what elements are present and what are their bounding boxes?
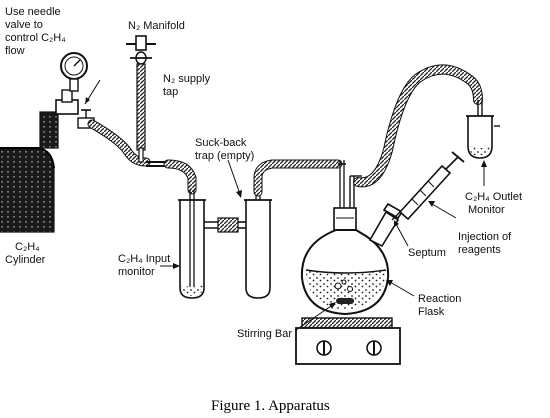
trap-connector — [217, 217, 239, 233]
label-input-monitor-1: C₂H₄ Input — [118, 253, 170, 265]
input-monitor-arrow — [160, 263, 180, 269]
syringe-icon — [391, 151, 465, 221]
label-septum: Septum — [408, 247, 446, 259]
suck-back-trap — [238, 190, 272, 299]
outlet-monitor-arrow — [481, 160, 487, 186]
label-reaction-flask-1: Reaction — [418, 293, 461, 305]
pressure-gauge-icon — [60, 52, 88, 92]
stirring-bar-arrow — [295, 302, 336, 331]
label-n2-supply-1: N₂ supply — [163, 73, 211, 85]
label-needle-valve-2: valve to — [5, 19, 43, 31]
label-injection-1: Injection of — [458, 231, 512, 243]
n2-supply-tap — [126, 35, 156, 163]
label-needle-valve-3: control C₂H₄ — [5, 32, 66, 44]
suck-back-arrow — [227, 159, 242, 198]
label-stirring-bar: Stirring Bar — [237, 328, 292, 340]
outlet-monitor-bubbler — [466, 100, 500, 159]
reaction-flask — [300, 160, 404, 316]
septum-arrow — [394, 220, 409, 247]
label-outlet-monitor-1: C₂H₄ Outlet — [465, 191, 522, 203]
label-injection-2: reagents — [458, 244, 501, 256]
input-monitor-bubbler — [178, 190, 222, 299]
magnetic-stirrer — [295, 317, 401, 365]
label-input-monitor-2: monitor — [118, 266, 155, 278]
figure-caption: Figure 1. Apparatus — [211, 398, 330, 414]
label-needle-valve-4: flow — [5, 45, 25, 57]
gas-cylinder — [0, 89, 79, 233]
needle-valve-arrow — [84, 79, 101, 105]
injection-arrow — [428, 201, 457, 219]
label-cylinder-1: C₂H₄ — [15, 241, 40, 253]
label-cylinder-2: Cylinder — [5, 254, 46, 266]
reaction-flask-arrow — [386, 280, 415, 297]
tubing-trap-to-flask — [253, 159, 343, 197]
label-n2-supply-2: tap — [163, 86, 178, 98]
tubing-to-outlet-monitor — [353, 64, 483, 188]
label-needle-valve-1: Use needle — [5, 6, 61, 18]
label-reaction-flask-2: Flask — [418, 306, 445, 318]
label-suck-back-1: Suck-back — [195, 137, 247, 149]
label-outlet-monitor-2: Monitor — [468, 204, 505, 216]
stirring-bar-icon — [336, 298, 354, 304]
label-suck-back-2: trap (empty) — [195, 150, 254, 162]
label-n2-manifold: N₂ Manifold — [128, 20, 185, 32]
